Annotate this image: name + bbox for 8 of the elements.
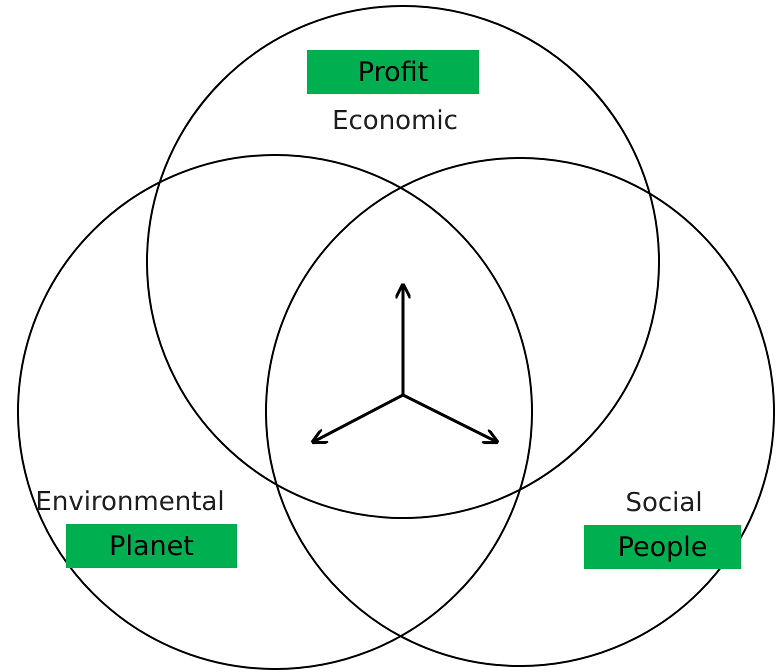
venn-circle bbox=[265, 157, 775, 667]
highlight-label: Planet bbox=[66, 524, 237, 568]
highlight-label: Profit bbox=[307, 50, 479, 94]
category-label: Economic bbox=[332, 105, 458, 137]
category-label: Social bbox=[625, 487, 703, 519]
venn-circle bbox=[17, 154, 533, 670]
category-label: Environmental bbox=[35, 486, 225, 518]
highlight-label: People bbox=[584, 525, 741, 569]
